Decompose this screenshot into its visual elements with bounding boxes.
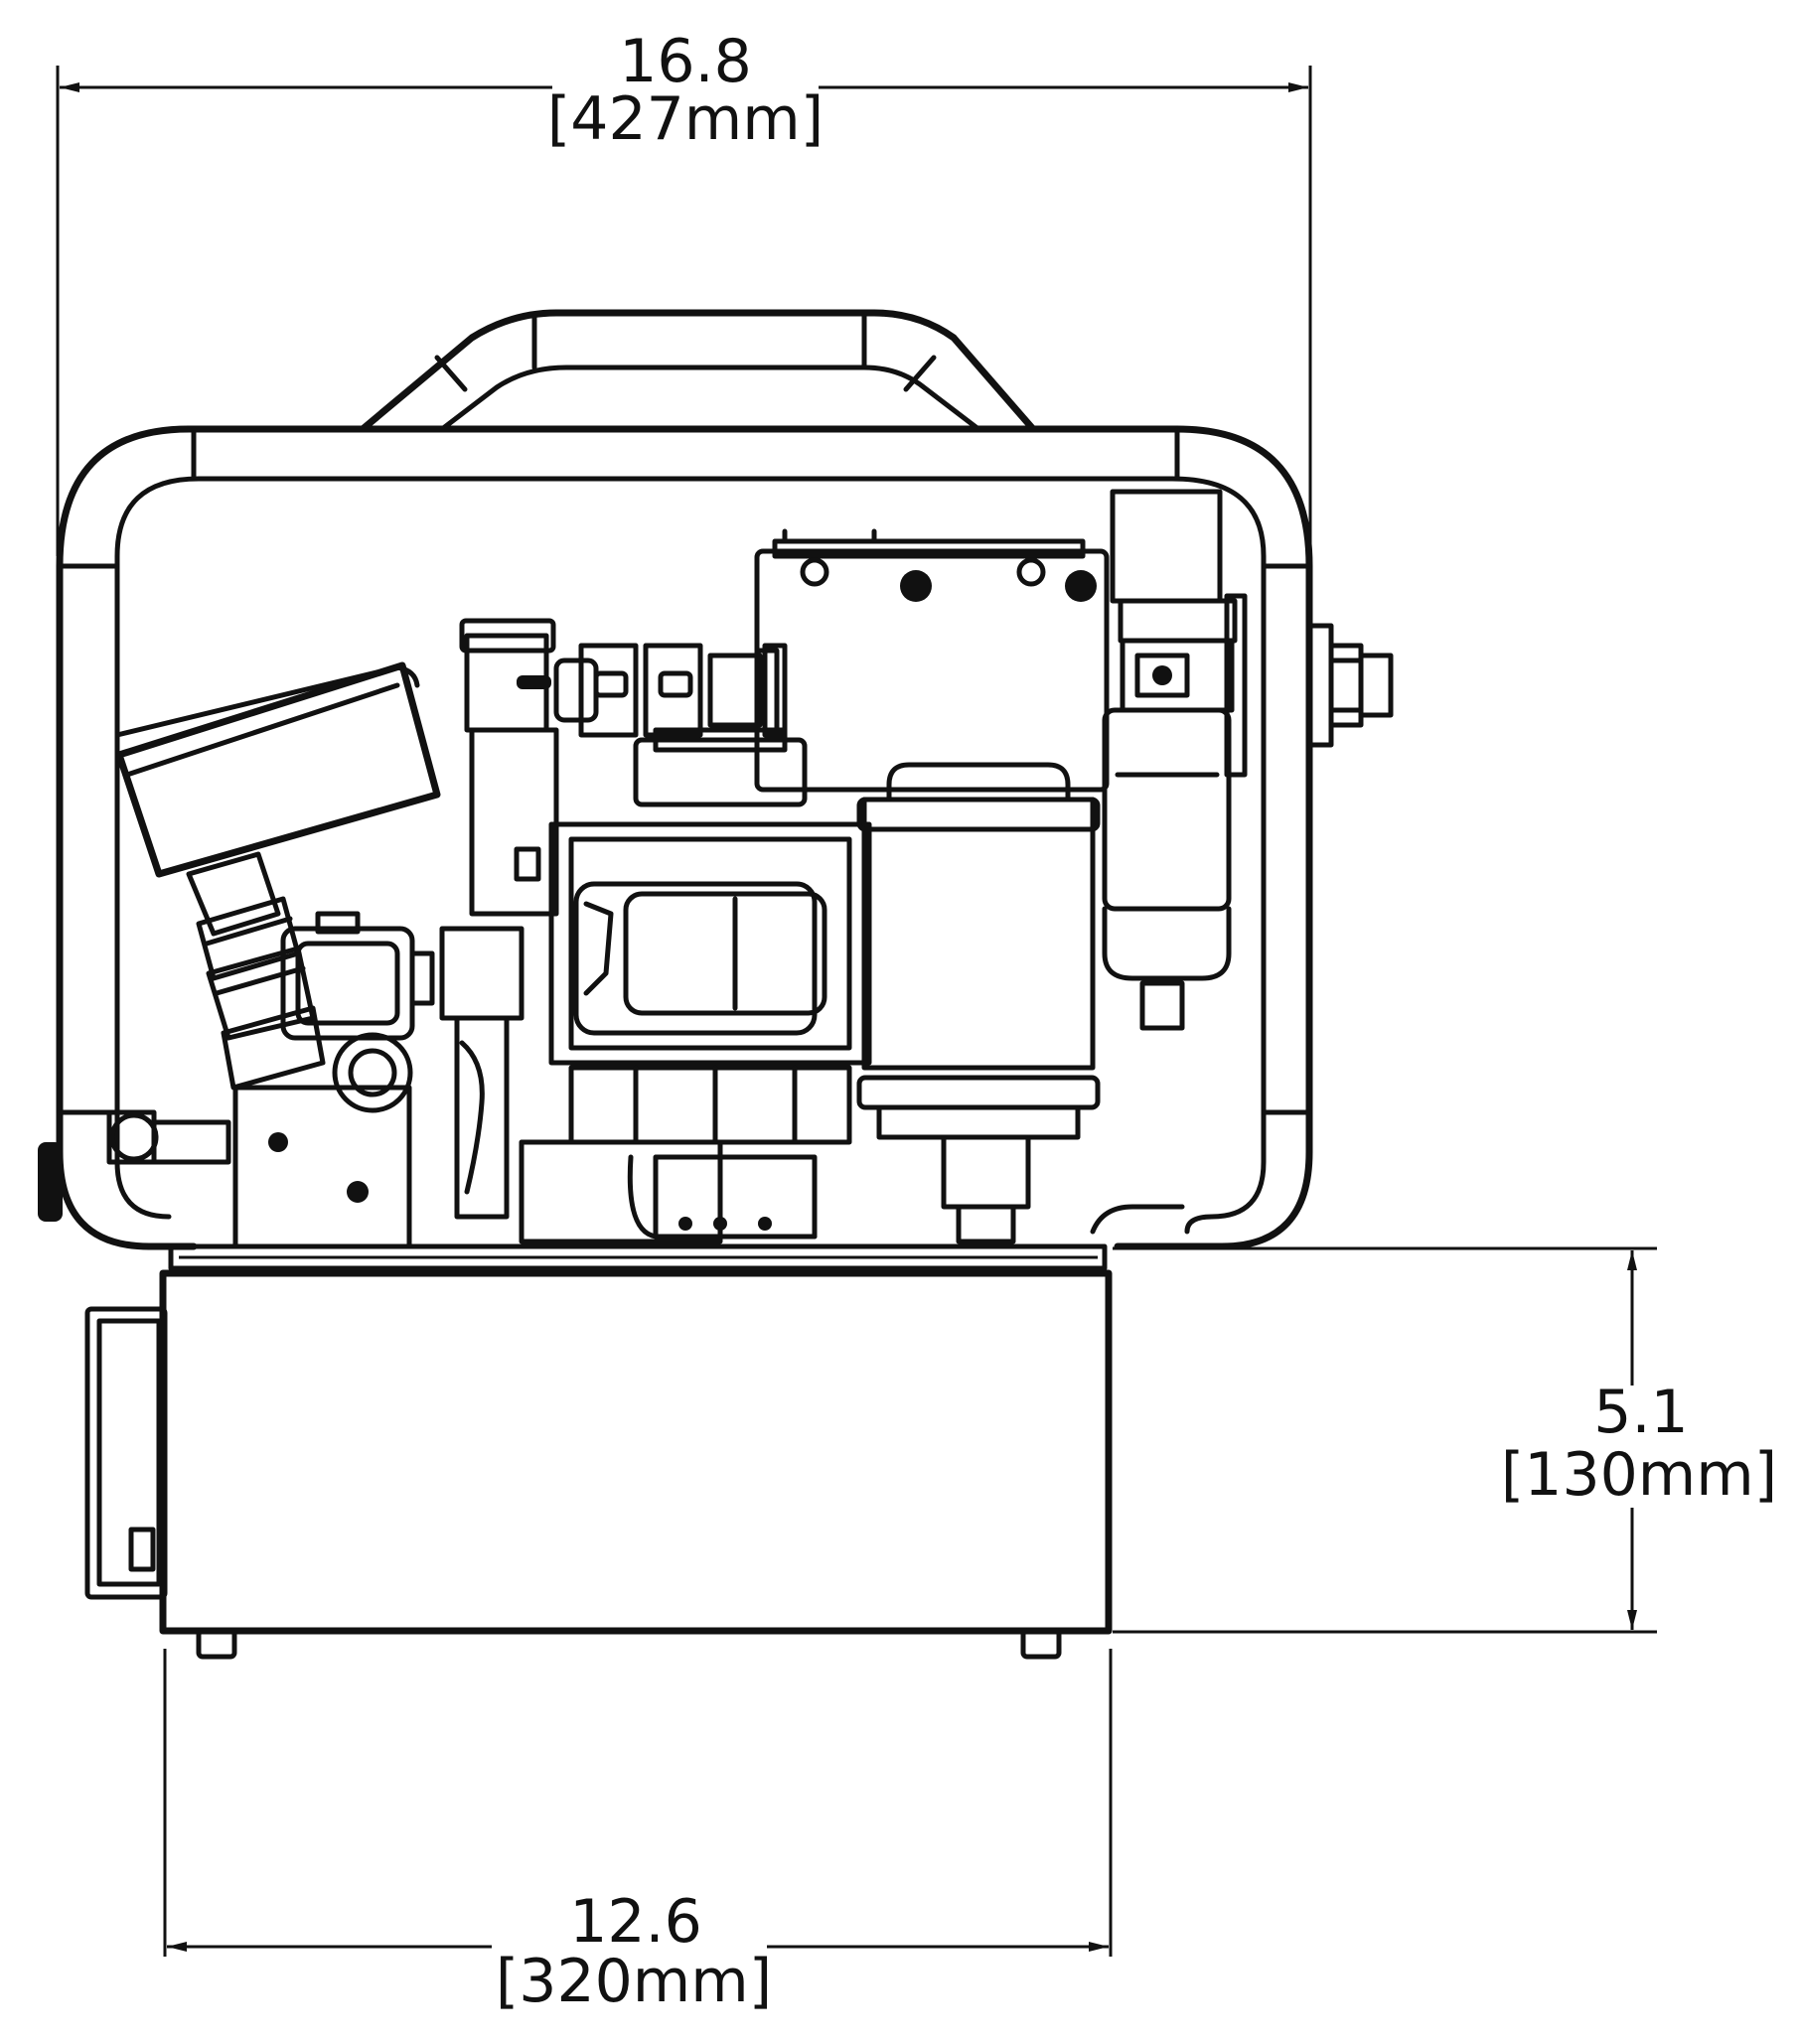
- valve-block: [232, 911, 435, 1249]
- top-width-value: 16.8: [619, 27, 752, 96]
- right-height-dimension: 5.1 [130mm]: [1113, 1246, 1777, 1634]
- reservoir-tank: [84, 1243, 1113, 1660]
- height-metric: [130mm]: [1501, 1440, 1777, 1510]
- bottom-width-value: 12.6: [569, 1887, 702, 1957]
- top-width-dimension: 16.8 [427mm]: [56, 27, 1312, 556]
- bottom-width-metric: [320mm]: [496, 1947, 772, 2016]
- motor-pump-assembly: [548, 727, 1101, 1244]
- top-width-metric: [427mm]: [547, 84, 824, 154]
- foot-left: [196, 1628, 237, 1660]
- side-connector: [1306, 623, 1394, 748]
- foot-right: [1020, 1628, 1062, 1660]
- height-value: 5.1: [1593, 1378, 1688, 1447]
- bottom-width-dimension: 12.6 [320mm]: [163, 1649, 1113, 2016]
- carry-handle: [359, 309, 1037, 433]
- horizontal-fittings: [553, 643, 788, 738]
- lower-plumbing: [519, 1065, 852, 1244]
- left-fitting: [38, 1109, 231, 1222]
- control-box: [754, 528, 1110, 793]
- filter-regulator: [1102, 489, 1248, 1031]
- pressure-gauge: [114, 661, 441, 1091]
- manifold-column: [439, 618, 559, 1220]
